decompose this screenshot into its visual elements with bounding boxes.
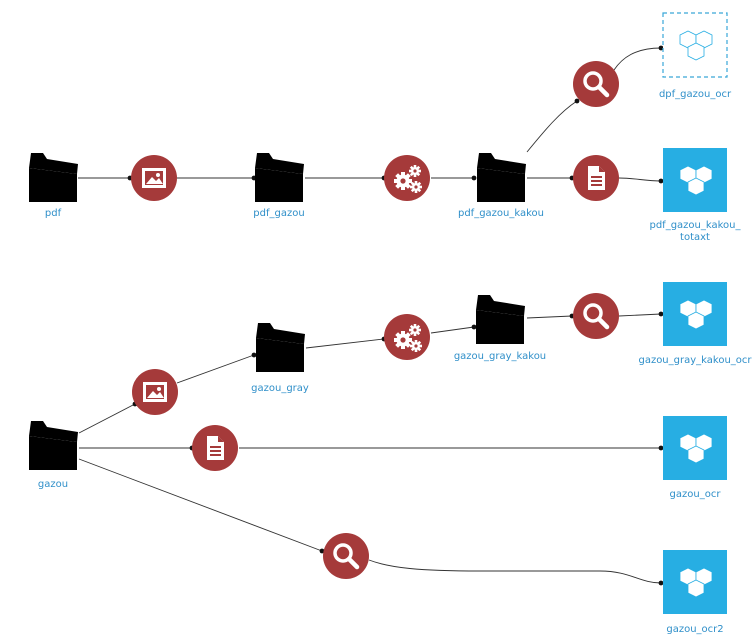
label-gazou: gazou: [37, 479, 69, 490]
edge-gazou-gray-kakou-to-search-recipe-2: [526, 315, 573, 319]
label-gazou-ocr2: gazou_ocr2: [666, 624, 724, 635]
edge-gazou-to-search-recipe-3: [78, 458, 323, 552]
label-gazou-ocr: gazou_ocr: [669, 489, 721, 500]
recipe-gears-gazou-gray[interactable]: [384, 314, 430, 360]
folder-icon: [256, 323, 305, 372]
image-icon: [142, 168, 166, 188]
recipe-image-gazou[interactable]: [132, 369, 178, 415]
edge-gazou-gray-to-gears-recipe-2: [305, 338, 385, 349]
gears-icon: [394, 324, 422, 352]
document-icon: [588, 166, 605, 190]
folder-gazou[interactable]: [29, 421, 78, 470]
folder-icon: [476, 295, 525, 344]
folder-gazou-gray[interactable]: [256, 323, 305, 372]
label-pdf-gazou-kakou-totaxt-1: pdf_gazou_kakou_: [649, 220, 741, 231]
folder-pdf-gazou[interactable]: [255, 153, 304, 202]
document-icon: [207, 436, 224, 460]
recipe-search-gray-kakou[interactable]: [573, 293, 619, 339]
image-icon: [143, 382, 167, 402]
label-pdf-gazou-kakou-totaxt-2: totaxt: [680, 232, 710, 243]
folder-icon: [29, 153, 78, 202]
edge-search-recipe-3-to-gazou-ocr2: [368, 559, 662, 584]
dataset-pdf-gazou-kakou-totaxt[interactable]: [663, 148, 727, 212]
recipe-gears-pdf-gazou[interactable]: [384, 155, 430, 201]
edge-search-recipe-to-dpf-gazou-ocr: [613, 47, 662, 71]
dataset-dpf-gazou-ocr[interactable]: [662, 12, 728, 78]
dataset-gazou-ocr2[interactable]: [663, 550, 727, 614]
label-pdf-gazou: pdf_gazou: [253, 208, 305, 219]
edge-search-recipe-2-to-gazou-gray-kakou-ocr: [618, 313, 662, 317]
recipe-search-gazou-ocr2[interactable]: [323, 533, 369, 579]
folder-icon: [255, 153, 304, 202]
recipe-image-pdf[interactable]: [131, 155, 177, 201]
label-dpf-gazou-ocr: dpf_gazou_ocr: [658, 89, 732, 100]
edge-image-recipe-2-to-gazou-gray: [176, 354, 255, 384]
edge-doc-recipe-to-totaxt: [618, 177, 662, 182]
recipe-search-dpf-ocr[interactable]: [573, 61, 619, 107]
dataset-gazou-ocr[interactable]: [663, 416, 727, 480]
folder-gazou-gray-kakou[interactable]: [476, 295, 525, 344]
recipe-document-totaxt[interactable]: [573, 155, 619, 201]
label-gazou-gray: gazou_gray: [251, 383, 309, 394]
folder-pdf[interactable]: [29, 153, 78, 202]
edge-pdf-gazou-kakou-to-search-recipe: [526, 100, 578, 153]
gears-icon: [394, 165, 422, 193]
edge-gazou-to-image-recipe-2: [78, 403, 136, 434]
label-pdf: pdf: [44, 208, 62, 219]
folder-pdf-gazou-kakou[interactable]: [477, 153, 526, 202]
label-gazou-gray-kakou: gazou_gray_kakou: [453, 351, 547, 362]
folder-icon: [29, 421, 78, 470]
label-pdf-gazou-kakou: pdf_gazou_kakou: [457, 208, 545, 219]
folder-icon: [477, 153, 526, 202]
label-gazou-gray-kakou-ocr: gazou_gray_kakou_ocr: [638, 355, 752, 366]
recipe-document-gazou-ocr[interactable]: [192, 425, 238, 471]
edge-gears-recipe-2-to-gazou-gray-kakou: [430, 326, 475, 334]
dataset-gazou-gray-kakou-ocr[interactable]: [663, 282, 727, 346]
edges: [78, 47, 662, 584]
